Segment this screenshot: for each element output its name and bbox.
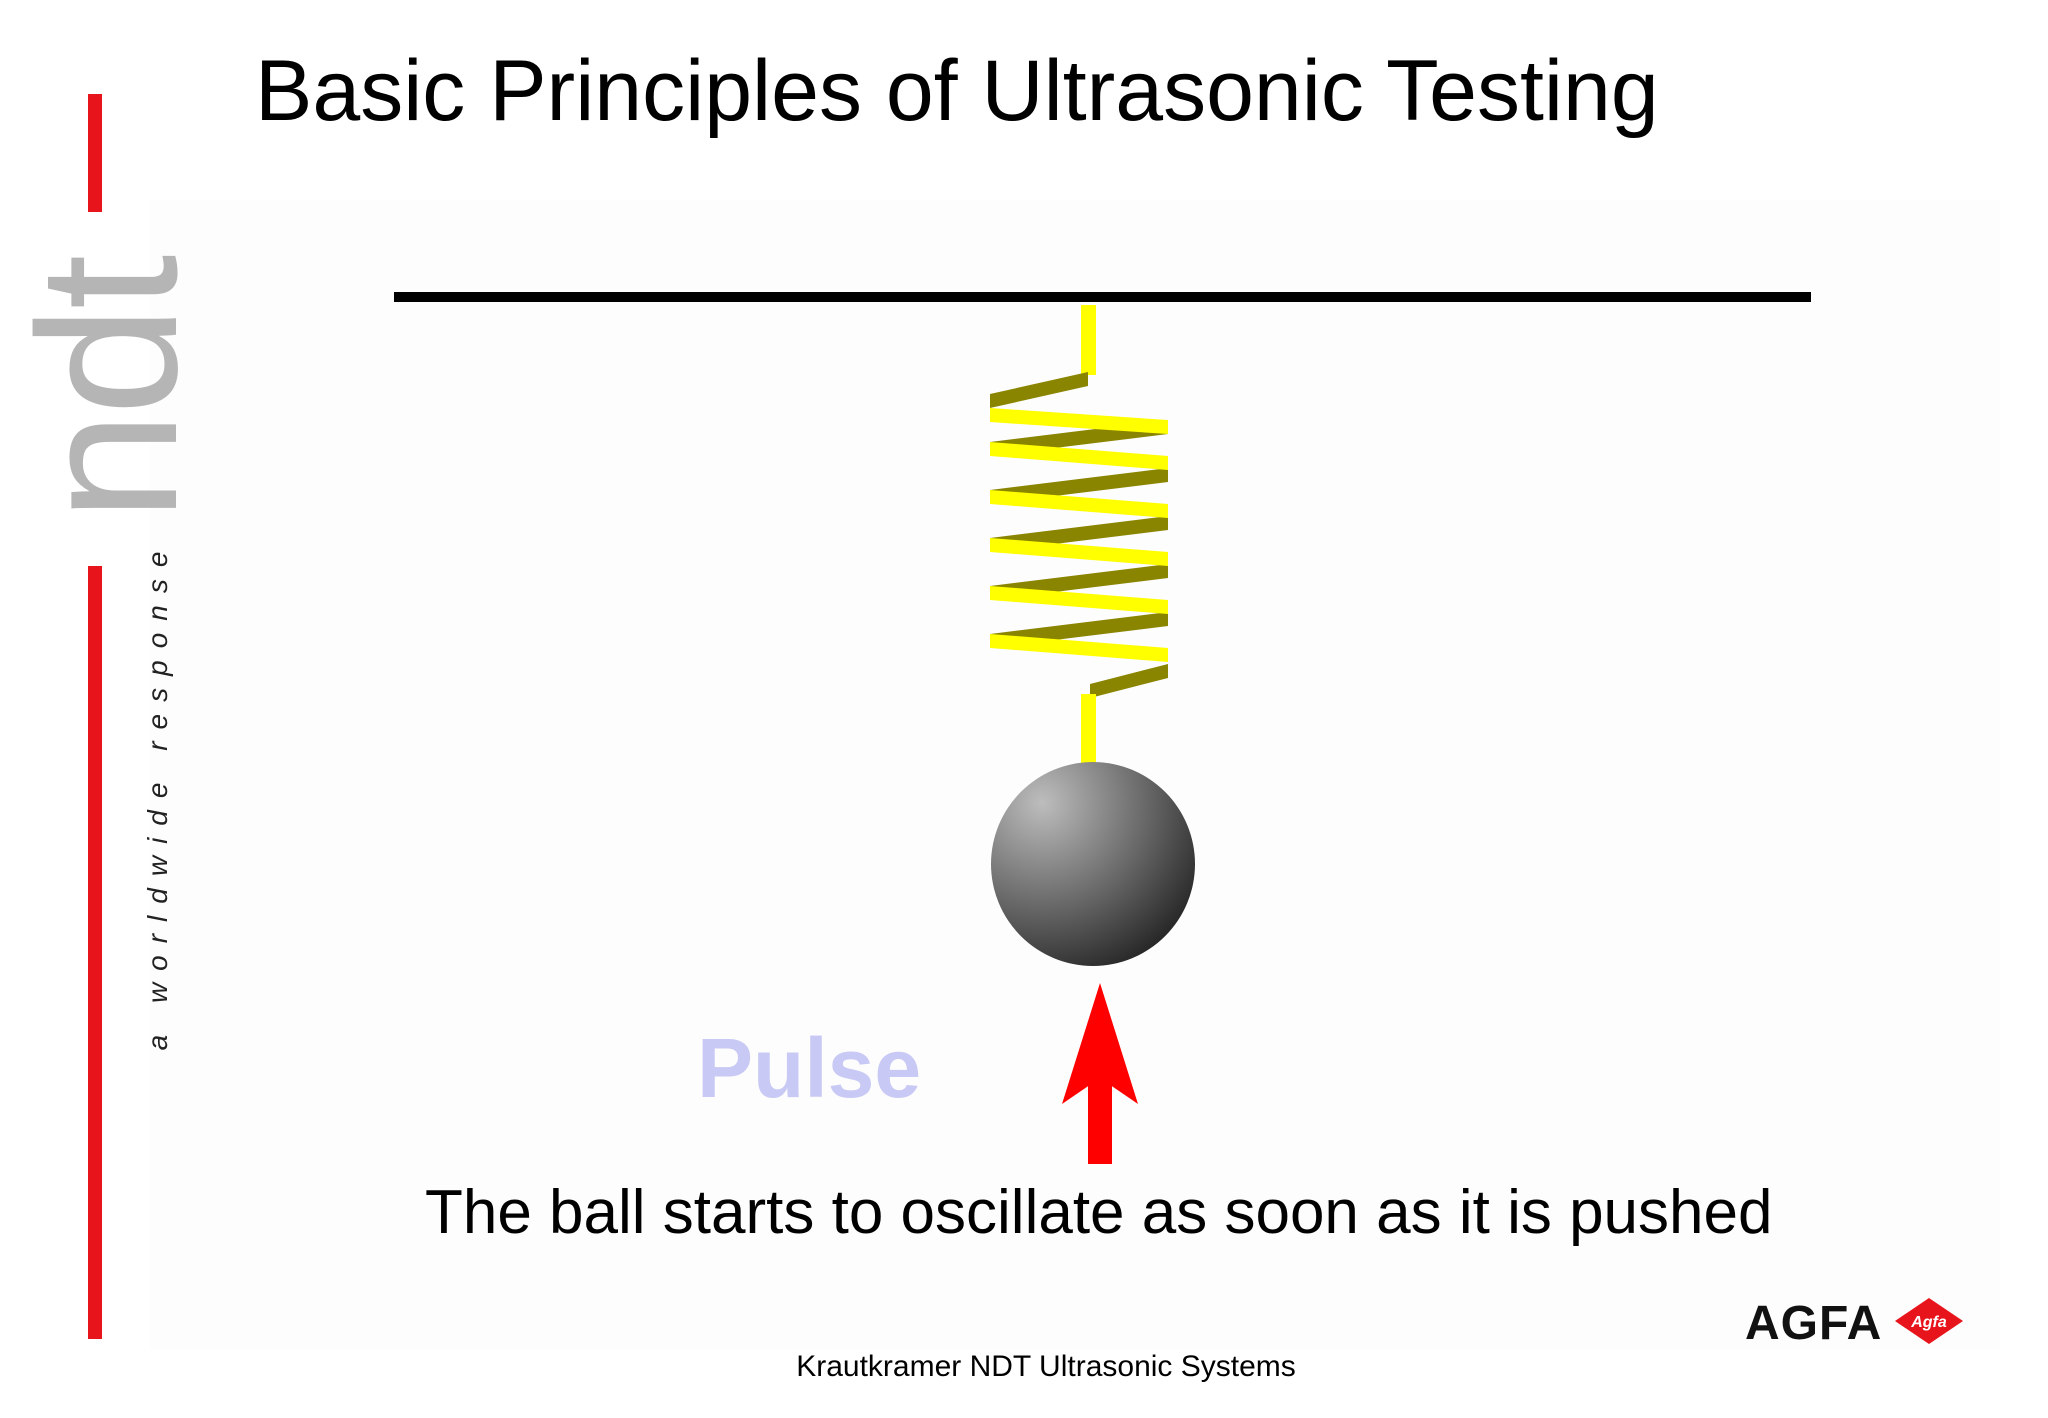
ball [991,762,1195,966]
brand-accent-line-top [88,94,102,212]
pulse-arrow-icon [1062,983,1138,1164]
pulse-label: Pulse [697,1021,922,1115]
caption: The ball starts to oscillate as soon as … [425,1178,1773,1247]
agfa-wordmark: AGFA [1745,1297,1883,1350]
spring-front-strands [990,408,1168,662]
agfa-badge-text: Agfa [1910,1314,1947,1331]
spring-bottom-stem [1081,694,1096,764]
slide-title: Basic Principles of Ultrasonic Testing [255,43,1659,139]
brand-accent-line-bottom [88,566,102,1339]
spring-top-stem [1081,305,1096,375]
footer-text: Krautkramer NDT Ultrasonic Systems [796,1350,1296,1383]
agfa-badge-icon: Agfa [1895,1298,1963,1344]
